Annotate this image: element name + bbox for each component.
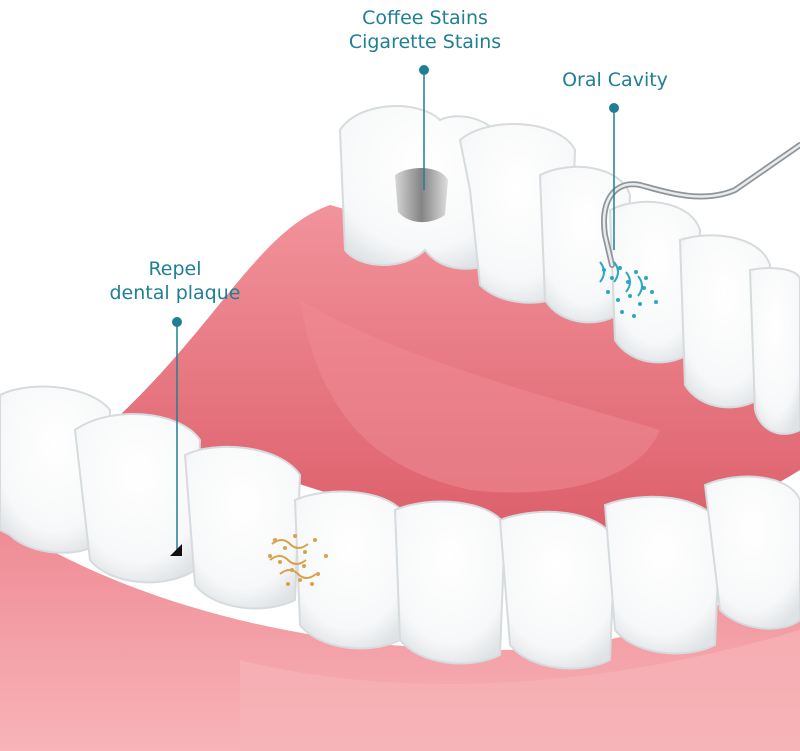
lower-gum <box>0 520 800 751</box>
plaque-label-line1: Repel <box>148 258 202 280</box>
cavity-bacteria-icon <box>599 261 658 318</box>
plaque-particles-icon <box>268 534 328 586</box>
stains-label-line1: Coffee Stains <box>362 7 488 29</box>
dental-probe-icon <box>601 142 800 268</box>
oral-cavity-label: Oral Cavity <box>562 69 668 91</box>
stains-label: Coffee Stains Cigarette Stains <box>330 6 520 54</box>
stains-label-line2: Cigarette Stains <box>348 31 502 53</box>
upper-gum <box>120 205 800 533</box>
plaque-label: Repel dental plaque <box>100 257 250 305</box>
stain-mark-icon <box>395 168 448 223</box>
lower-teeth <box>0 385 800 670</box>
plaque-label-line2: dental plaque <box>109 282 241 304</box>
leader-lines <box>170 65 619 556</box>
